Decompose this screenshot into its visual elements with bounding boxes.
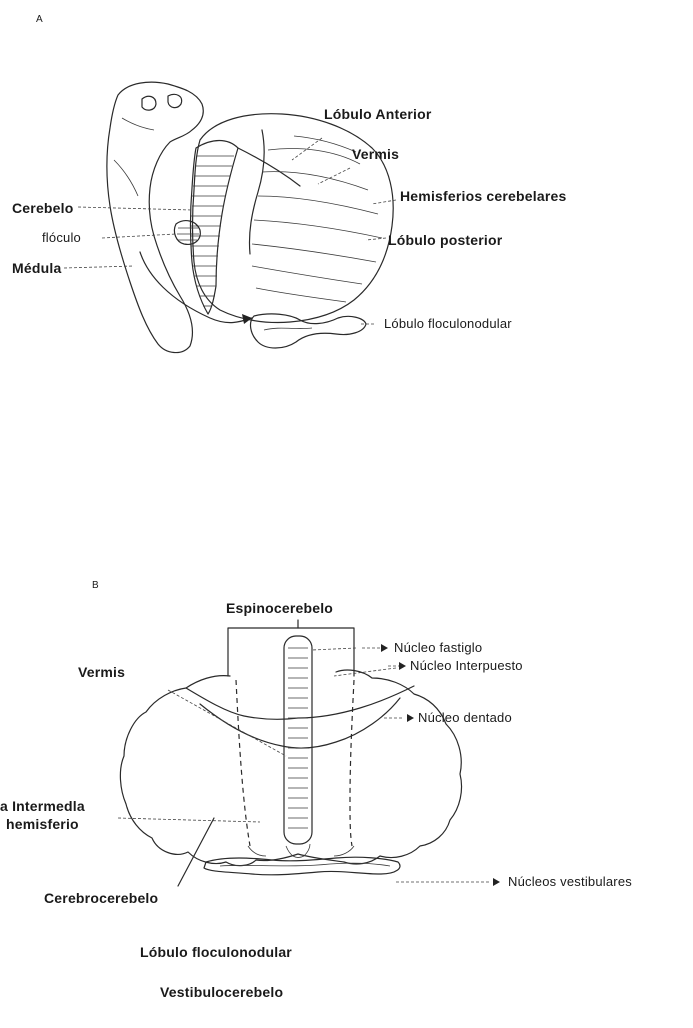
label-vestibulocerebelo: Vestibulocerebelo — [160, 984, 283, 1000]
label-hemisferios-cerebelares: Hemisferios cerebelares — [400, 188, 566, 204]
leader-cerebelo — [78, 207, 192, 210]
flocculus-hatching — [177, 228, 199, 240]
intermediate-boundary-right — [350, 680, 354, 846]
nodulus-curl-left — [248, 846, 266, 856]
arrow-interpuesto — [399, 662, 406, 670]
label-lobulo-anterior: Lóbulo Anterior — [324, 106, 431, 122]
flocculonodular-b — [204, 857, 400, 875]
arrow-dentado — [407, 714, 414, 722]
label-vermis-b: Vermis — [78, 664, 125, 680]
leader-vermis-b — [168, 690, 286, 756]
brainstem-fold — [122, 118, 154, 130]
label-zona-intermedia-1: a Intermedla — [0, 798, 85, 814]
anterior-lobe-boundary — [238, 148, 300, 186]
leader-nucleo-fastigio — [312, 648, 356, 650]
panel-label-b: B — [92, 578, 99, 594]
brainstem-outline — [107, 82, 203, 352]
label-nucleo-fastigio: Núcleo fastiglo — [394, 640, 482, 656]
medulla-curve-arrow — [140, 252, 252, 323]
leader-vermis-a — [318, 168, 350, 184]
figure-a-illustration — [64, 82, 396, 352]
flocculonodular-fold — [264, 328, 312, 330]
anterior-region-b-bottom — [200, 698, 400, 748]
label-nucleo-interpuesto: Núcleo Interpuesto — [410, 658, 523, 674]
label-floculo: flóculo — [42, 230, 81, 246]
label-vermis-a: Vermis — [352, 146, 399, 162]
brainstem-fold-2 — [114, 160, 138, 196]
leader-cerebrocerebelo — [178, 818, 214, 886]
brainstem-opening-2 — [168, 94, 182, 107]
leader-nucleo-interpuesto — [334, 668, 396, 676]
arrow-vestibulares — [493, 878, 500, 886]
label-lobulo-posterior: Lóbulo posterior — [388, 232, 502, 248]
espinocerebelo-bracket — [228, 628, 354, 676]
label-nucleo-dentado: Núcleo dentado — [418, 710, 512, 726]
vermis-hatching — [191, 156, 234, 306]
label-cerebelo: Cerebelo — [12, 200, 74, 216]
label-cerebrocerebelo: Cerebrocerebelo — [44, 890, 158, 906]
label-zona-intermedia-2: hemisferio — [6, 816, 79, 832]
leader-zona-intermedia — [118, 818, 260, 822]
label-lobulo-floculonodular-a: Lóbulo floculonodular — [384, 316, 512, 332]
leader-medula — [64, 266, 134, 268]
panel-label-a: A — [36, 12, 43, 28]
leader-lobulo-posterior — [366, 238, 386, 240]
anterior-region-b — [186, 686, 414, 719]
label-nucleos-vestibulares: Núcleos vestibulares — [508, 874, 632, 890]
nodulus-curl-right — [334, 846, 354, 856]
label-medula: Médula — [12, 260, 61, 276]
label-espinocerebelo: Espinocerebelo — [226, 600, 333, 616]
label-lobulo-floculonodular-b: Lóbulo floculonodular — [140, 944, 292, 960]
vermis-b-column — [284, 636, 312, 844]
vermis-region — [191, 141, 239, 315]
primary-fissure — [249, 130, 264, 254]
leader-floculo — [102, 234, 176, 238]
arrow-fastigio — [381, 644, 388, 652]
vermis-b-hatching — [288, 648, 308, 828]
flocculus — [174, 221, 200, 245]
brainstem-opening-1 — [142, 96, 156, 110]
